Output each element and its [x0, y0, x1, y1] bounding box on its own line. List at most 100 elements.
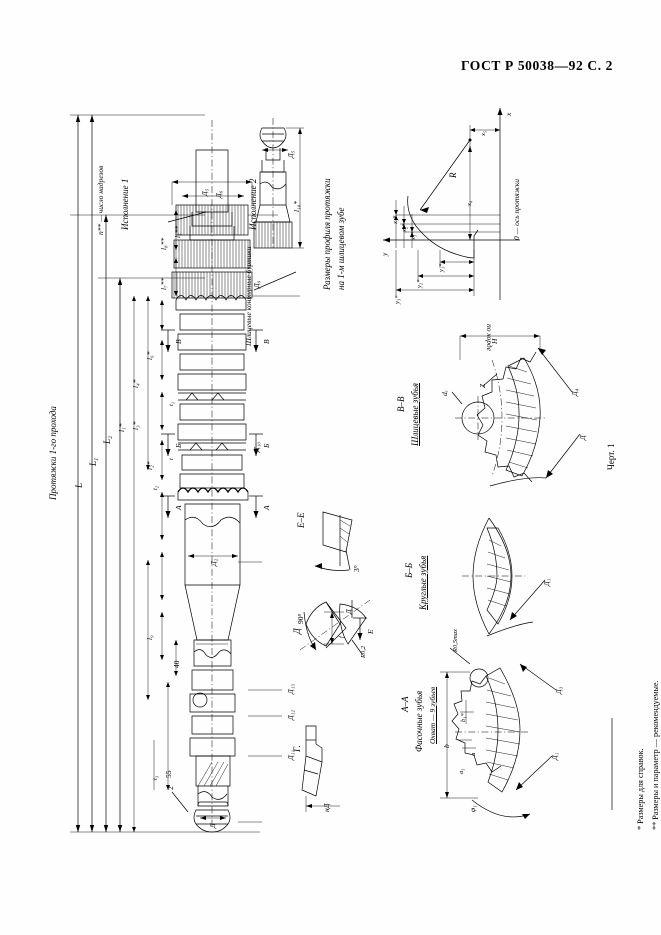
section-bb-drawing	[462, 517, 546, 637]
tail-section	[193, 755, 231, 833]
dim-x5: x₅	[480, 130, 487, 136]
dim-l2: l₂*	[145, 461, 154, 470]
dim-R02: R0,2	[360, 645, 367, 658]
dim-D11: Д₁₁	[286, 750, 295, 760]
dim-t2: t₂	[152, 485, 159, 490]
dim-L: L	[74, 482, 84, 488]
variant-2-view	[253, 118, 304, 249]
dim-D3-aa: Д₃	[554, 686, 563, 694]
main-title: Протяжки 1-го прохода	[48, 406, 58, 500]
dim-D-vv: Д	[578, 435, 587, 440]
dim-x2: x₂*	[401, 223, 408, 232]
dim-H: H	[490, 338, 499, 344]
dim-l4: l₄*	[131, 379, 140, 388]
section-vv-drawing	[451, 334, 581, 487]
profile-title-line1: Размеры профиля протяжки	[322, 178, 332, 290]
dim-L1: L₁	[88, 457, 98, 466]
dim-t1: t₁	[168, 401, 175, 406]
page-header: ГОСТ Р 50038—92 С. 2	[460, 58, 613, 73]
section-arrows	[161, 329, 367, 640]
section-mark-B-right: Б	[262, 443, 271, 448]
dim-x3: x₃*	[392, 215, 399, 224]
dim-l3: l₃*	[131, 421, 140, 430]
dim-D1-bb: Д₁	[542, 578, 551, 586]
axis-note-label: 0 — ось протяжки	[512, 178, 521, 240]
dim-a1: a₁	[458, 768, 465, 774]
dim-Z: Z	[478, 383, 487, 388]
dim-l9: l₉	[145, 635, 154, 640]
dim-l7: l₇**	[159, 277, 168, 290]
toothed-band-2	[173, 239, 251, 269]
dim-l1: l₁*	[117, 423, 126, 432]
section-vv-sub: Шлицевые зубья	[410, 382, 420, 446]
n-leader	[167, 211, 207, 223]
axis-x-label: x	[504, 112, 513, 116]
dim-t3: t₃	[152, 775, 159, 780]
section-aa-sub: Фасочные зубья	[414, 690, 424, 752]
pitch-arrows	[132, 210, 178, 832]
section-d-title: Д	[292, 628, 302, 634]
dim-phi: φ₁	[468, 805, 477, 812]
chord-note-label: по хорде	[485, 324, 494, 352]
section-ee-title: Е–Е	[296, 512, 306, 529]
lower-guide	[189, 639, 236, 757]
figure-caption: Черт. 1	[606, 443, 616, 470]
section-aa-note: Охват — 9 зубьев	[428, 686, 437, 744]
section-mark-A-right: А	[262, 505, 271, 510]
dim-l5: l₅**	[173, 225, 182, 238]
profile-title-line2: на 1-м шлицевом зубе	[336, 207, 346, 290]
dim-40: 40	[172, 660, 181, 669]
profile-diagram	[383, 108, 520, 300]
dim-3deg: 3°	[352, 565, 361, 572]
dim-a: a	[470, 752, 477, 756]
broach-shaft	[184, 503, 241, 586]
section-mark-V-left: В	[174, 339, 183, 344]
dimension-ladder	[133, 210, 177, 832]
broach-body	[171, 120, 253, 833]
spline-contour-label: Шлицевые контурные буртики	[244, 246, 253, 346]
section-mark-D: Д	[344, 609, 353, 614]
taper	[184, 584, 241, 641]
n-note-label: n** — число надрезов	[96, 165, 105, 235]
toothed-band-1	[175, 204, 249, 236]
section-mark-E: Е	[366, 629, 375, 634]
dim-90deg: 90°	[296, 613, 305, 625]
dim-l8: l₈**	[159, 237, 168, 250]
section-mark-A-left: А	[174, 505, 183, 510]
dim-b: b	[442, 744, 451, 748]
callout-2-leader	[171, 791, 189, 813]
broach-shank-top	[189, 149, 235, 241]
notch-band-1	[178, 392, 246, 401]
section-vv-title: В–В	[396, 396, 406, 413]
dim-t: t	[168, 458, 175, 460]
dim-y2: y₂*	[416, 279, 423, 288]
variant-2-label: Исполнение 2	[248, 178, 258, 230]
dim-D12: Д₁₂	[286, 710, 295, 720]
dim-D2: Д₂	[209, 558, 218, 566]
dim-y1: y₁*	[438, 263, 445, 272]
dim-D: Д	[208, 823, 217, 828]
section-ee-drawing	[314, 511, 353, 571]
top-width-dims	[171, 180, 253, 205]
dim-nD: нД	[322, 803, 331, 813]
dim-f: f	[338, 636, 345, 638]
section-aa-drawing	[440, 647, 557, 819]
dim-D6-top: Д₆	[214, 190, 223, 198]
section-bb-sub: Круглые зубья	[418, 555, 428, 610]
collar-group-3	[179, 454, 245, 489]
dim-y3: y₃*	[394, 295, 401, 304]
dim-D1-aa: Д₁	[550, 752, 559, 760]
dim-D5-variant2: Д₅	[286, 150, 295, 158]
dim-x4: x₄	[466, 200, 473, 206]
dim-de: dₑ	[440, 390, 449, 396]
dim-55: 55	[164, 770, 173, 779]
variant-1-label: Исполнение 1	[120, 178, 130, 230]
axis-y-label: y	[380, 252, 389, 256]
dim-D9: Д₉	[252, 280, 261, 288]
dim-l6: l₆*	[145, 351, 154, 360]
scalloped-band-2	[177, 487, 249, 501]
callout-2: 2	[166, 786, 175, 790]
collar-group-1	[177, 313, 247, 391]
